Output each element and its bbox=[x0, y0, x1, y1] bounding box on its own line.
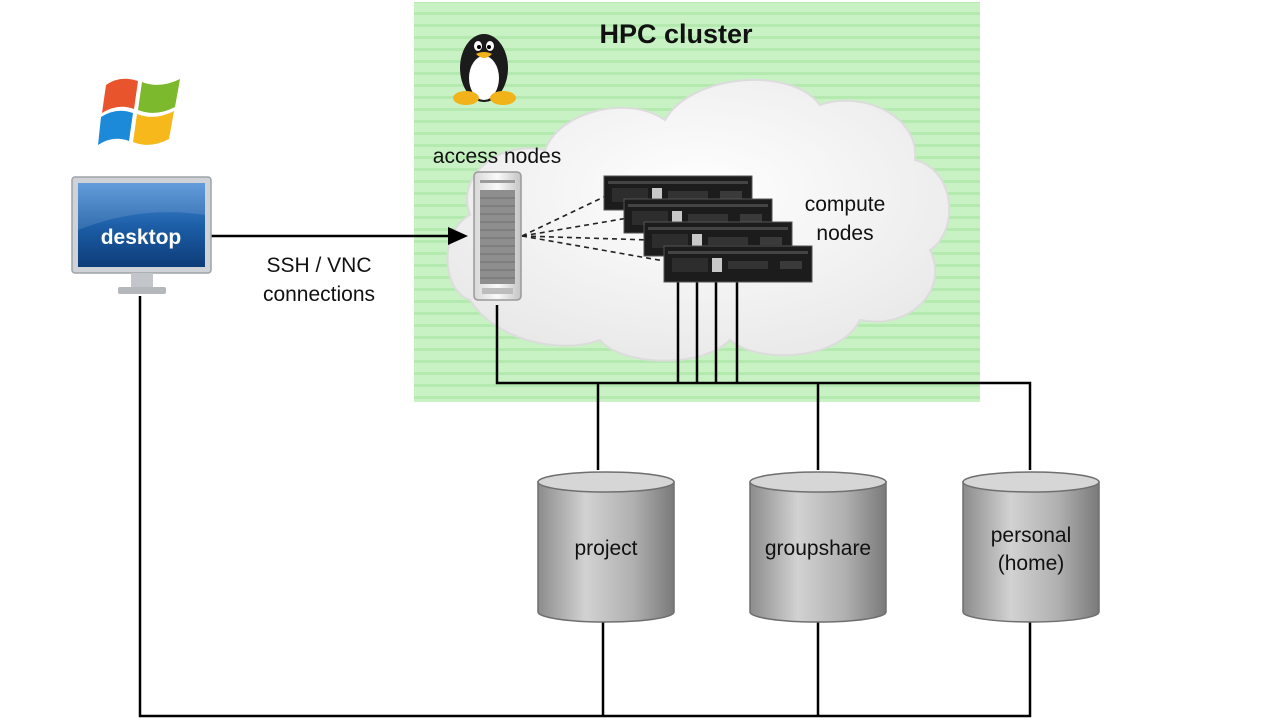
compute-nodes bbox=[603, 175, 813, 283]
desktop-label: desktop bbox=[101, 226, 182, 249]
database-cylinder-icon bbox=[962, 471, 1100, 623]
network-lines bbox=[138, 282, 1032, 718]
server-tower-icon bbox=[473, 171, 522, 301]
storage-label: groupshare bbox=[765, 537, 871, 560]
desktop-monitor-icon: desktop bbox=[71, 176, 212, 294]
rack-server-icon bbox=[663, 245, 813, 283]
windows-logo-icon bbox=[98, 78, 180, 145]
database-cylinder-icon bbox=[749, 471, 887, 623]
storage-label: personal bbox=[991, 524, 1072, 547]
access-nodes-label: access nodes bbox=[433, 145, 561, 168]
cluster-title: HPC cluster bbox=[599, 19, 753, 49]
connection-label-line1: SSH / VNC bbox=[266, 254, 371, 277]
connection-label-line2: connections bbox=[263, 283, 375, 306]
linux-penguin-icon bbox=[453, 34, 516, 105]
storage-project: project bbox=[537, 471, 675, 623]
compute-nodes-label-line2: nodes bbox=[816, 222, 873, 245]
storage-groupshare: groupshare bbox=[749, 471, 887, 623]
database-cylinder-icon bbox=[537, 471, 675, 623]
dashed-links bbox=[521, 194, 671, 263]
storage-label: project bbox=[574, 537, 637, 560]
compute-nodes-label-line1: compute bbox=[805, 193, 886, 216]
ssh-arrow bbox=[210, 227, 468, 245]
storage-personal: personal (home) bbox=[962, 471, 1100, 623]
storage-label-sub: (home) bbox=[998, 552, 1065, 575]
